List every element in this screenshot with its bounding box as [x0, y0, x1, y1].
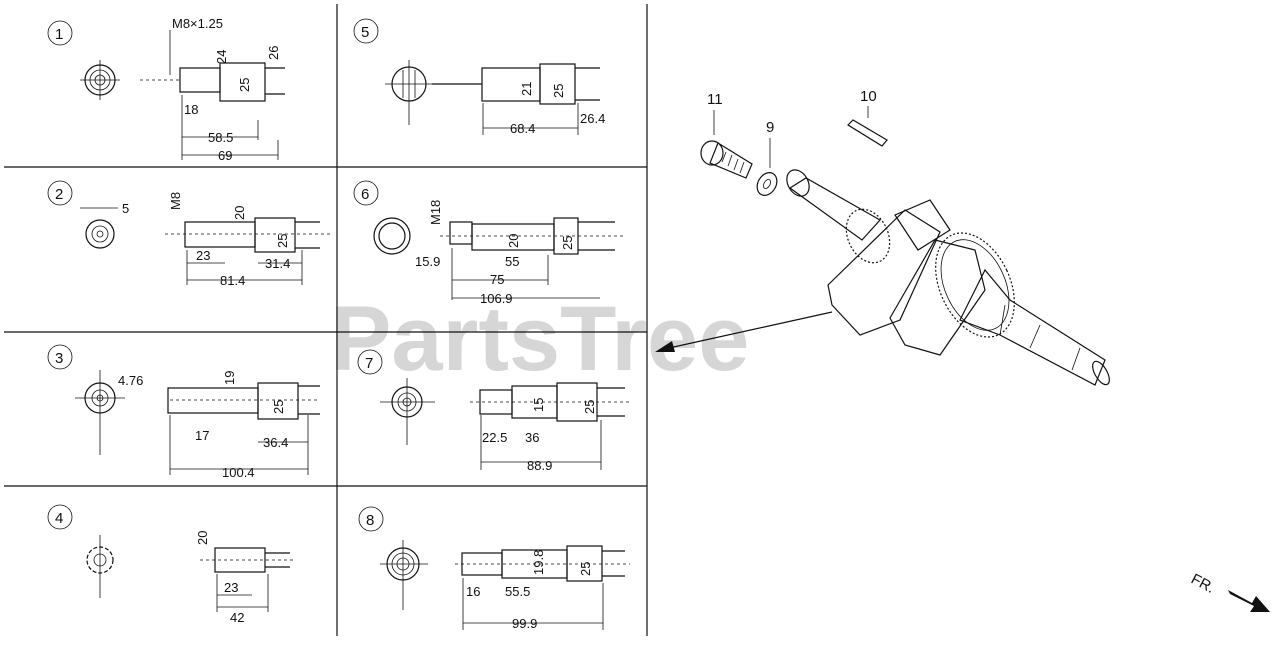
dim-15: 15 [531, 398, 546, 412]
spline-end-view [86, 535, 114, 598]
shaft-profile [140, 30, 285, 160]
key [847, 119, 888, 147]
dim-68-4: 68.4 [510, 121, 535, 136]
dim-58-5: 58.5 [208, 130, 233, 145]
panel-number-circle [47, 180, 73, 206]
panel-number-circle [353, 180, 379, 206]
panel-number-circle [47, 344, 73, 370]
dim-25: 25 [551, 84, 566, 98]
dim-26: 26 [266, 46, 281, 60]
dim-100-4: 100.4 [222, 465, 255, 480]
crankshaft-illustration: 11 9 10 [655, 88, 1110, 386]
panel-8: 8 19.8 25 16 55.5 99.9 [358, 506, 630, 631]
shaft-end-view [80, 60, 120, 100]
front-direction-indicator: FR. [1188, 571, 1270, 612]
crankshaft [786, 169, 1110, 386]
shaft-profile [165, 217, 330, 285]
bolt [700, 140, 753, 179]
panel-number-circle [357, 349, 383, 375]
dim-5: 5 [122, 201, 129, 216]
keyed-end-view [385, 60, 432, 125]
washer [756, 172, 778, 196]
panel-6: 6 M18 20 25 15.9 55 75 106.9 [353, 180, 625, 306]
dim-55: 55 [505, 254, 519, 269]
panel-number: 8 [366, 512, 374, 529]
dim-21: 21 [519, 82, 534, 96]
shaft-profile [470, 382, 630, 470]
dim-25: 25 [582, 400, 597, 414]
dim-81-4: 81.4 [220, 273, 245, 288]
panel-number-circle [47, 20, 73, 46]
dim-36-4: 36.4 [263, 435, 288, 450]
shaft-end-view [380, 378, 435, 445]
dim-20: 20 [195, 531, 210, 545]
dim-106-9: 106.9 [480, 291, 513, 306]
dim-23: 23 [224, 580, 238, 595]
panel-number: 7 [365, 355, 373, 372]
dim-25: 25 [578, 562, 593, 576]
dim-23: 23 [196, 248, 210, 263]
dim-19: 19 [222, 371, 237, 385]
shaft-profile [200, 547, 295, 612]
panel-number: 3 [55, 350, 63, 367]
dim-20: 20 [506, 234, 521, 248]
panel-3: 3 4.76 19 25 17 36.4 100.4 [47, 344, 320, 480]
dim-25: 25 [237, 78, 252, 92]
shaft-profile [432, 63, 600, 135]
dim-15-9: 15.9 [415, 254, 440, 269]
callout-key: 10 [860, 88, 877, 105]
callout-washer: 9 [766, 119, 774, 136]
shaft-profile [455, 545, 630, 630]
panel-number: 2 [55, 186, 63, 203]
dim-24: 24 [214, 50, 229, 64]
panel-number-circle [353, 18, 379, 44]
dim-18: 18 [184, 102, 198, 117]
dim-42: 42 [230, 610, 244, 625]
shaft-end-view [380, 540, 428, 610]
shaft-end-view [75, 370, 125, 455]
callout-bolt: 11 [707, 91, 723, 108]
panel-1: 1 M8×1.25 24 26 25 18 58.5 69 [47, 16, 285, 163]
dim-19-8: 19.8 [531, 550, 546, 575]
dim-22-5: 22.5 [482, 430, 507, 445]
dim-75: 75 [490, 272, 504, 287]
dim-88-9: 88.9 [527, 458, 552, 473]
dim-25: 25 [275, 234, 290, 248]
dim-31-4: 31.4 [265, 256, 290, 271]
dim-25: 25 [560, 236, 575, 250]
panel-number: 4 [55, 510, 63, 527]
dim-99-9: 99.9 [512, 616, 537, 631]
shaft-end-view [80, 207, 118, 249]
panel-number: 5 [361, 24, 369, 41]
panel-4: 4 20 23 42 [47, 504, 295, 625]
panel-number: 1 [55, 26, 63, 43]
dim-4-76: 4.76 [118, 373, 143, 388]
dim-thread: M8 [168, 192, 183, 210]
dim-16: 16 [466, 584, 480, 599]
dim-20: 20 [232, 206, 247, 220]
panel-grid [4, 4, 648, 636]
panel-2: 2 5 M8 20 25 23 31.4 81.4 [47, 180, 330, 288]
dim-thread: M18 [428, 200, 443, 225]
dim-36: 36 [525, 430, 539, 445]
dim-17: 17 [195, 428, 209, 443]
dim-thread: M8×1.25 [172, 16, 223, 31]
panel-number-circle [358, 506, 384, 532]
shaft-profile [167, 382, 320, 475]
watermark: PartsTree [330, 288, 749, 390]
panel-5: 5 21 25 68.4 26.4 [353, 18, 605, 136]
panel-number-circle [47, 504, 73, 530]
shaft-end-view [373, 217, 411, 255]
pointer-arrow [655, 311, 833, 352]
dim-69: 69 [218, 148, 232, 163]
dim-26-4: 26.4 [580, 111, 605, 126]
shaft-profile [440, 217, 625, 300]
panel-number: 6 [361, 186, 369, 203]
front-arrow-icon [1228, 590, 1270, 612]
panel-7: 7 15 25 22.5 36 88.9 [357, 349, 630, 473]
front-label: FR. [1188, 571, 1217, 597]
dim-25: 25 [271, 400, 286, 414]
dim-55-5: 55.5 [505, 584, 530, 599]
